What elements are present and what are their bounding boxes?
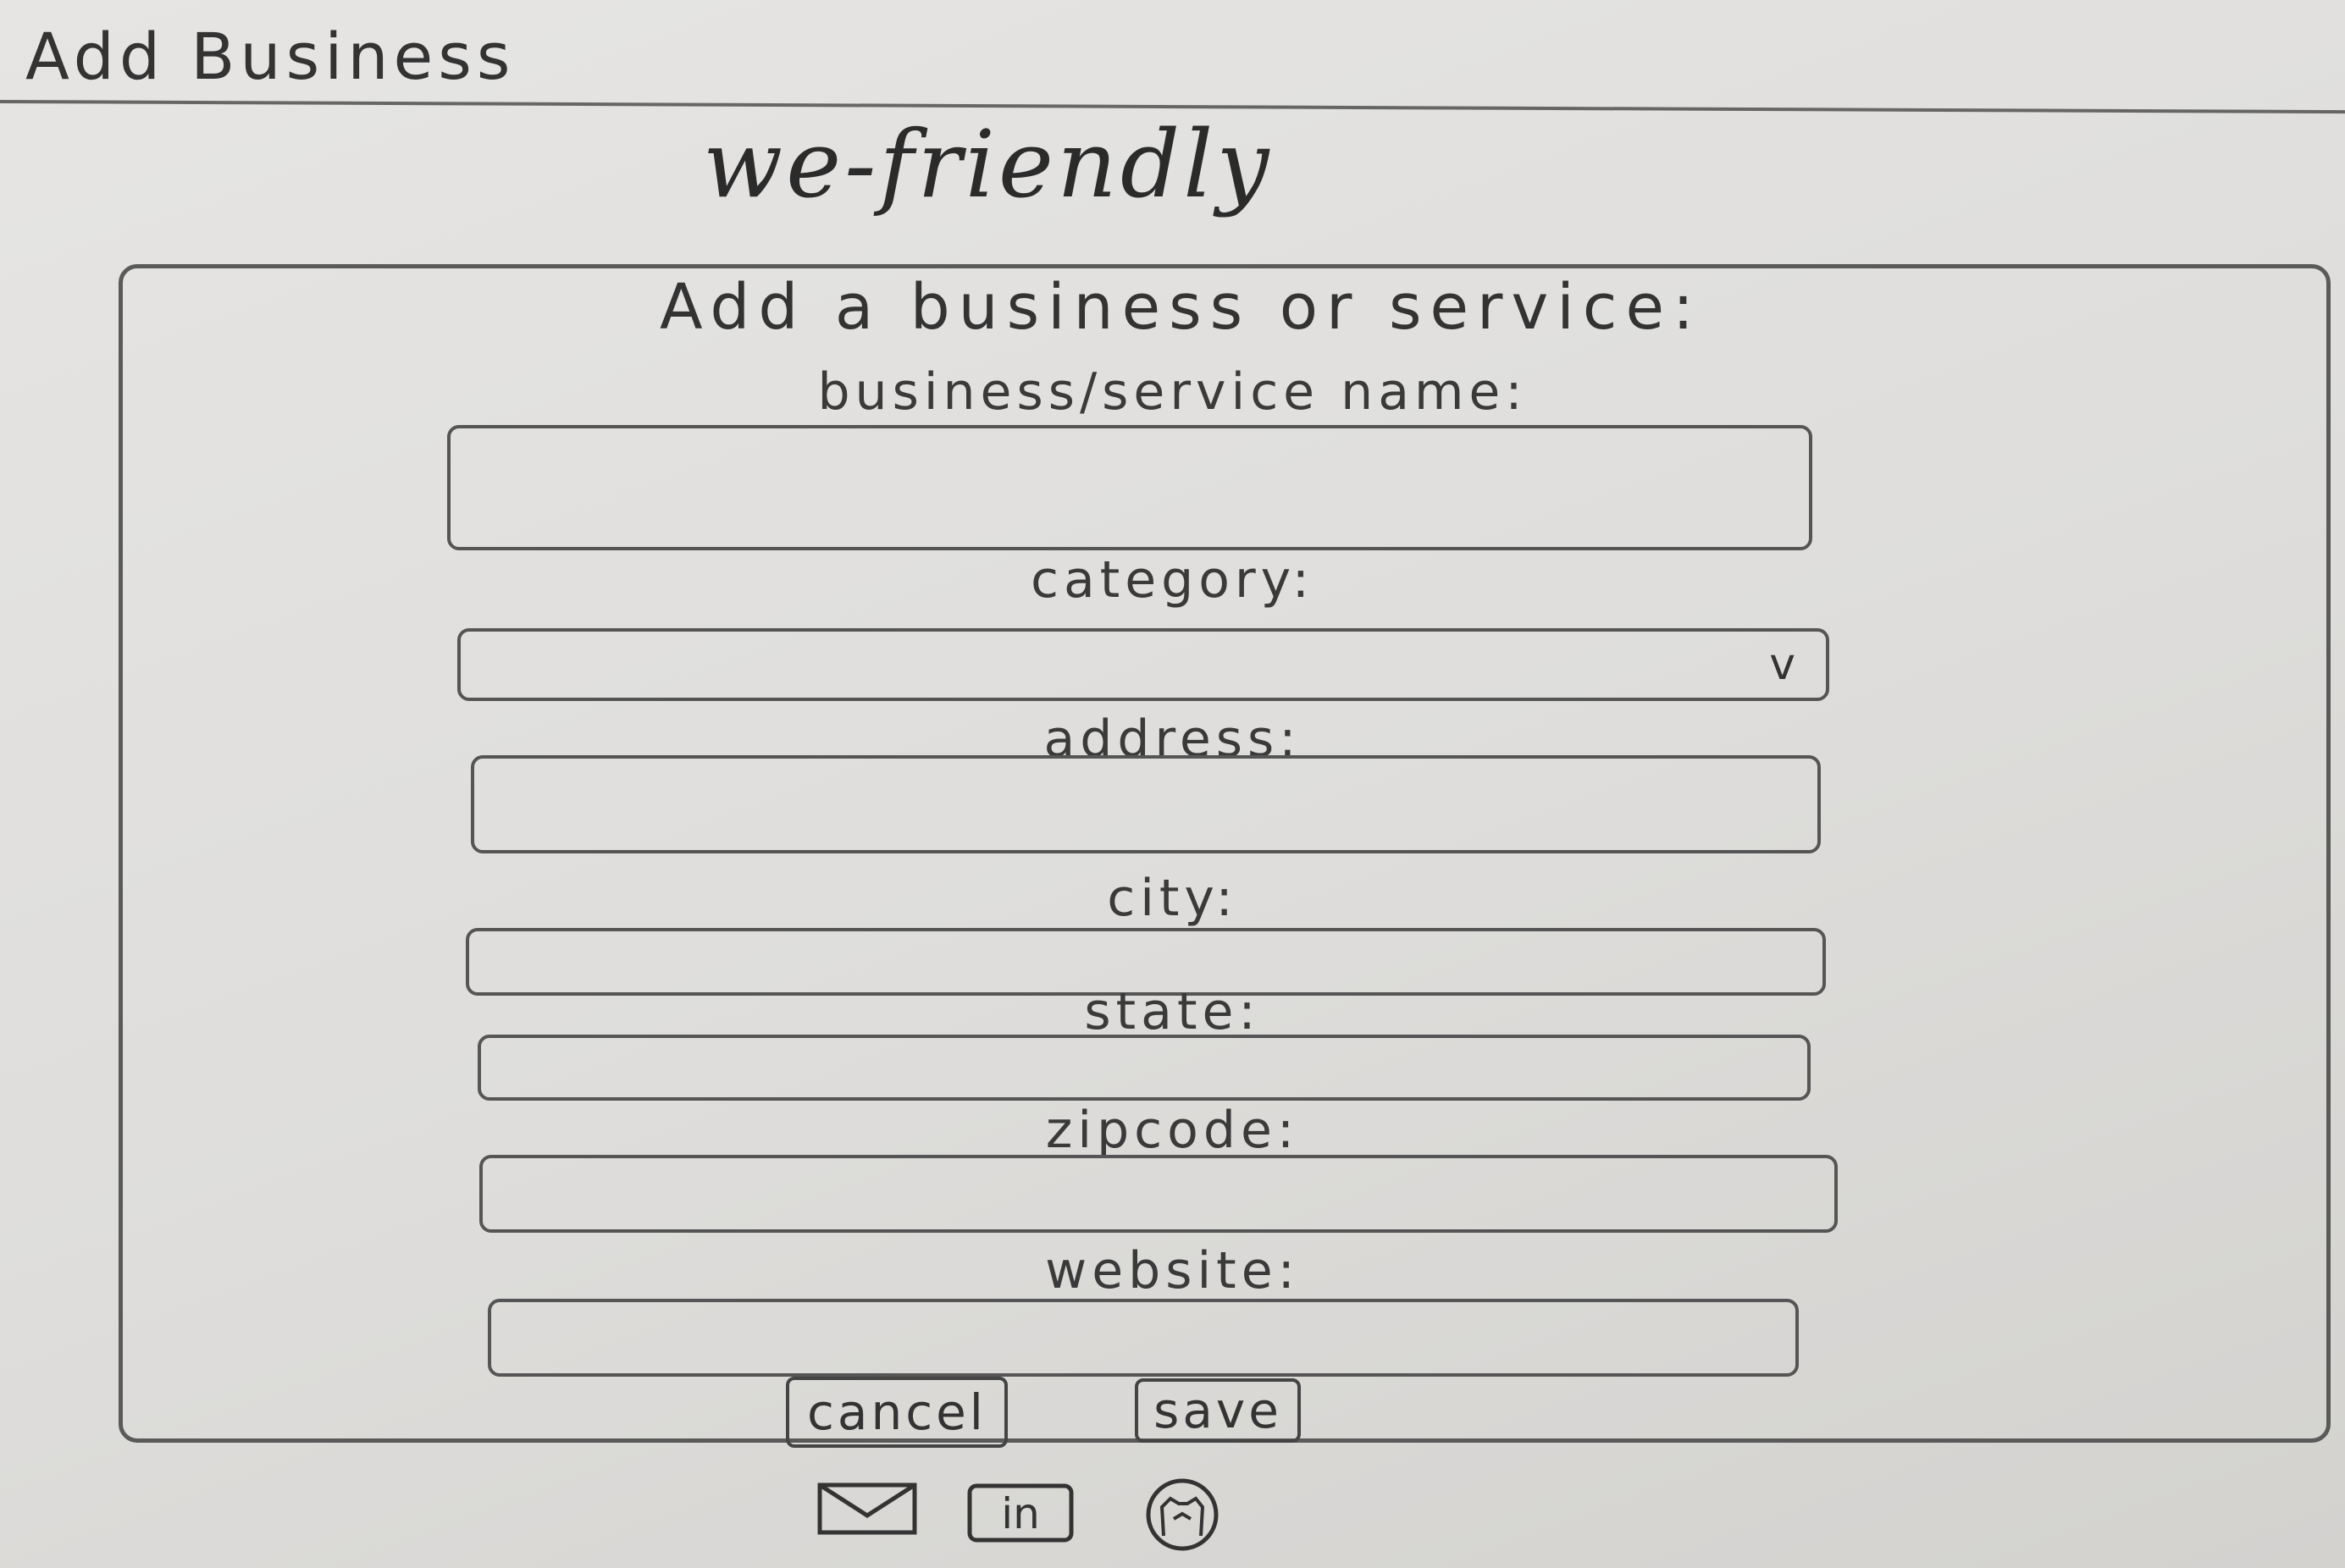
cancel-button[interactable]: cancel <box>786 1377 1008 1448</box>
page-title: Add Business <box>25 19 516 94</box>
brand-logo[interactable]: we-friendly <box>703 110 1273 218</box>
save-button[interactable]: save <box>1135 1378 1301 1443</box>
city-input[interactable] <box>466 928 1826 996</box>
state-input[interactable] <box>478 1035 1811 1101</box>
website-input[interactable] <box>488 1299 1799 1377</box>
business-name-input[interactable] <box>447 425 1812 550</box>
zipcode-input[interactable] <box>479 1155 1838 1233</box>
category-select[interactable]: v <box>457 628 1829 701</box>
business-name-label: business/service name: <box>817 362 1528 422</box>
address-input[interactable] <box>471 755 1821 853</box>
chevron-down-icon: v <box>1769 639 1795 690</box>
linkedin-label: in <box>1001 1489 1040 1538</box>
state-label: state: <box>1084 982 1261 1041</box>
linkedin-icon[interactable]: in <box>965 1482 1076 1546</box>
mail-icon[interactable] <box>816 1482 918 1538</box>
zipcode-label: zipcode: <box>1045 1101 1300 1160</box>
category-label: category: <box>1030 550 1314 610</box>
form-heading: Add a business or service: <box>660 271 1702 344</box>
website-label: website: <box>1045 1241 1300 1300</box>
city-label: city: <box>1107 869 1238 928</box>
github-icon[interactable] <box>1131 1477 1233 1553</box>
